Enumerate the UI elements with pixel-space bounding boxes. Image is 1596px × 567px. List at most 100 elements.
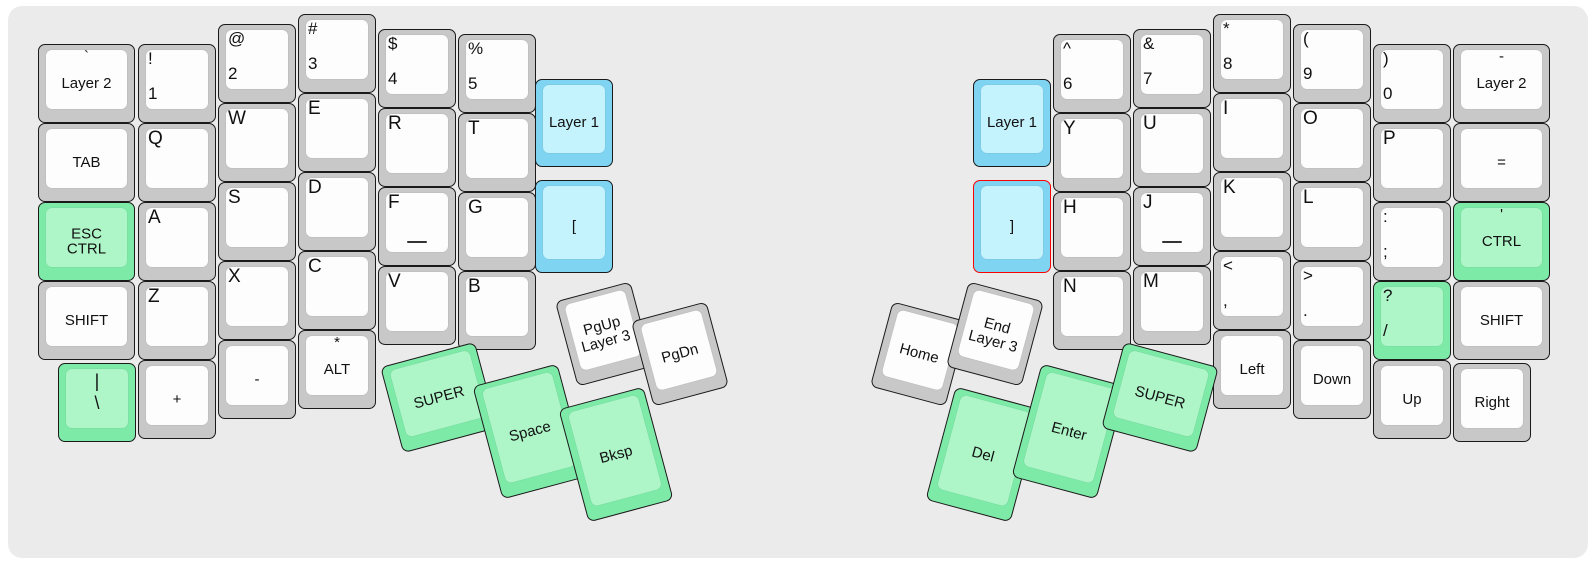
key-r-u[interactable]: U (1133, 108, 1211, 187)
key-l-tab[interactable]: TAB (38, 123, 135, 202)
key-r-super[interactable]: SUPER (1101, 341, 1219, 454)
keycap-surface (1381, 366, 1443, 425)
keycap-surface (389, 349, 487, 438)
keycap-surface (1141, 272, 1203, 331)
key-l-g[interactable]: G (458, 192, 536, 271)
keycap-surface (306, 336, 368, 395)
keycap-surface (1061, 198, 1123, 257)
key-r-period[interactable]: >. (1293, 261, 1371, 340)
key-r-l[interactable]: L (1293, 182, 1371, 261)
key-r-h[interactable]: H (1053, 192, 1131, 271)
key-r-8[interactable]: *8 (1213, 14, 1291, 93)
keycap-surface (1461, 287, 1542, 346)
keycap-surface (1381, 129, 1443, 188)
key-r-9[interactable]: (9 (1293, 24, 1371, 103)
key-l-b[interactable]: B (458, 271, 536, 350)
keycap-surface (66, 369, 128, 428)
key-r-shift[interactable]: SHIFT (1453, 281, 1550, 360)
key-r-minus-layer2[interactable]: -Layer 2 (1453, 44, 1550, 123)
key-r-i[interactable]: I (1213, 93, 1291, 172)
key-r-7[interactable]: &7 (1133, 29, 1211, 108)
key-l-f[interactable]: F (378, 187, 456, 266)
key-l-bksp[interactable]: Bksp (558, 386, 674, 523)
keycap-surface (386, 35, 448, 94)
key-l-w[interactable]: W (218, 103, 296, 182)
keycap-surface (386, 193, 448, 252)
keycap-surface (881, 309, 959, 392)
keycap-surface (226, 346, 288, 405)
key-l-v[interactable]: V (378, 266, 456, 345)
key-l-a[interactable]: A (138, 202, 216, 281)
keycap-surface (466, 40, 528, 99)
keycap-surface (1221, 99, 1283, 158)
key-r-quote-ctrl[interactable]: 'CTRL (1453, 202, 1550, 281)
key-l-5[interactable]: %5 (458, 34, 536, 113)
key-r-n[interactable]: N (1053, 271, 1131, 350)
keycap-surface (226, 267, 288, 326)
key-r-y[interactable]: Y (1053, 113, 1131, 192)
key-r-down[interactable]: Down (1293, 340, 1371, 419)
keycap-surface (1061, 40, 1123, 99)
key-r-rbracket[interactable]: ] (973, 180, 1051, 273)
keycap-surface (466, 119, 528, 178)
keycap-surface (146, 366, 208, 425)
key-l-z[interactable]: Z (138, 281, 216, 360)
keycap-surface (146, 129, 208, 188)
key-l-pgdn[interactable]: PgDn (630, 301, 730, 407)
keycap-surface (1381, 208, 1443, 267)
key-r-up[interactable]: Up (1373, 360, 1451, 439)
key-l-minus[interactable]: - (218, 340, 296, 419)
keycap-surface (146, 287, 208, 346)
key-r-equal[interactable]: = (1453, 123, 1550, 202)
keycap-surface (1022, 371, 1118, 484)
key-r-o[interactable]: O (1293, 103, 1371, 182)
key-r-m[interactable]: M (1133, 266, 1211, 345)
key-r-comma[interactable]: <, (1213, 251, 1291, 330)
key-r-slash[interactable]: ?/ (1373, 281, 1451, 360)
key-l-2[interactable]: @2 (218, 24, 296, 103)
keycap-surface (1461, 208, 1542, 267)
keycap-surface (1461, 50, 1542, 109)
key-l-r[interactable]: R (378, 108, 456, 187)
key-r-p[interactable]: P (1373, 123, 1451, 202)
key-l-grave-layer2[interactable]: `Layer 2 (38, 44, 135, 123)
key-l-d[interactable]: D (298, 172, 376, 251)
key-r-6[interactable]: ^6 (1053, 34, 1131, 113)
key-l-layer1[interactable]: Layer 1 (535, 79, 613, 167)
key-r-0[interactable]: )0 (1373, 44, 1451, 123)
keycap-surface (46, 50, 127, 109)
key-r-k[interactable]: K (1213, 172, 1291, 251)
key-r-j[interactable]: J (1133, 187, 1211, 266)
key-l-4[interactable]: $4 (378, 29, 456, 108)
key-r-enter[interactable]: Enter (1011, 363, 1127, 500)
key-l-plus[interactable]: + (138, 360, 216, 439)
key-l-c[interactable]: C (298, 251, 376, 330)
key-r-colon[interactable]: :; (1373, 202, 1451, 281)
key-l-t[interactable]: T (458, 113, 536, 192)
key-r-right[interactable]: Right (1453, 363, 1531, 442)
key-l-x[interactable]: X (218, 261, 296, 340)
key-l-q[interactable]: Q (138, 123, 216, 202)
keycap-surface (1301, 109, 1363, 168)
key-l-lbracket[interactable]: [ (535, 180, 613, 273)
key-l-pipe-bslash[interactable]: |\ (58, 363, 136, 442)
key-l-e[interactable]: E (298, 93, 376, 172)
keycap-surface (981, 186, 1043, 259)
key-r-left[interactable]: Left (1213, 330, 1291, 409)
key-l-shift[interactable]: SHIFT (38, 281, 135, 360)
key-l-star-alt[interactable]: *ALT (298, 330, 376, 409)
key-l-s[interactable]: S (218, 182, 296, 261)
keycap-surface (306, 257, 368, 316)
keycap-surface (1301, 30, 1363, 89)
keycap-surface (1221, 336, 1283, 395)
keycap-surface (226, 188, 288, 247)
keycap-surface (957, 289, 1035, 372)
key-l-1[interactable]: !1 (138, 44, 216, 123)
key-l-3[interactable]: #3 (298, 14, 376, 93)
keycap-surface (1461, 129, 1542, 188)
key-r-layer1[interactable]: Layer 1 (973, 79, 1051, 167)
